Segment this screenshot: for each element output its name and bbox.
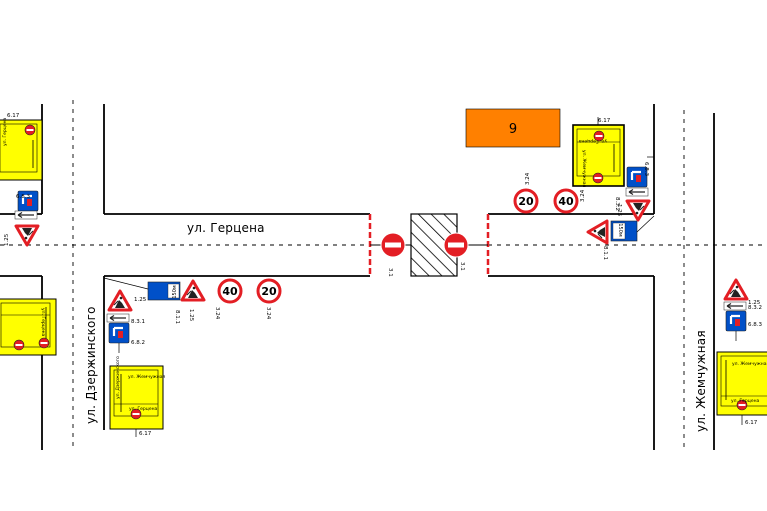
sign-roadworks-upper-right — [625, 199, 651, 222]
sign-code-6-8-3-c: 6.8.3 — [748, 322, 762, 328]
speed-limit-20-upper-value: 20 — [518, 195, 534, 208]
street-name-zhemchuzhnaya: ул. Жемчужная — [694, 330, 708, 432]
sign-roadworks-upper-left — [14, 224, 40, 247]
speed-limit-20-lower — [256, 278, 282, 304]
sign-code-6-17-b: 6.17 — [7, 113, 20, 119]
arrow-plate-8-3-2 — [625, 187, 649, 197]
sign-code-6-8-3-b: 6.8.3 — [643, 162, 649, 176]
sign-code-8-1-1-b: 8.1.1 — [602, 246, 608, 260]
sign-code-3-1-right: 3.1 — [459, 262, 465, 271]
speed-limit-40-lower-value: 40 — [222, 285, 238, 298]
sign-code-1-25-c: 1.25 — [4, 233, 10, 246]
sign-roadworks-lower-left — [107, 289, 133, 312]
speed-limit-20-lower-value: 20 — [261, 285, 277, 298]
sign-code-6-8-3-a: 6.8.3 — [16, 194, 30, 200]
detour-label-right-edge-1: ул. Жемчужная — [732, 361, 767, 367]
speed-limit-40-lower — [217, 278, 243, 304]
sign-roadworks-lower-mid — [180, 279, 206, 302]
building-9-label: 9 — [509, 122, 517, 137]
blue-plate-6-8-2 — [107, 321, 131, 345]
sign-code-3-24-a: 3.24 — [214, 307, 220, 320]
distance-plate-right-text: 150м — [617, 223, 623, 237]
sign-roadworks-right-rotated — [586, 219, 609, 245]
blue-plate-right-edge — [724, 309, 748, 333]
sign-code-6-17-d: 6.17 — [745, 420, 758, 426]
building-9 — [465, 108, 561, 148]
sign-code-3-24-d: 3.24 — [580, 189, 586, 202]
arrow-plate-8-3-1 — [106, 313, 130, 323]
speed-limit-40-upper — [553, 188, 579, 214]
sign-code-6-8-2: 6.8.2 — [131, 340, 145, 346]
sign-code-1-25-b: 1.25 — [188, 309, 194, 322]
detour-board-lower-left — [109, 365, 164, 437]
detour-board-upper-left — [0, 119, 43, 181]
detour-label-upper-right-2: ул. Жемчужная — [581, 150, 587, 187]
sign-code-8-3-2-b: 8.3.2 — [748, 305, 762, 311]
sign-code-8-1-1: 8.1.1 — [174, 310, 180, 324]
sign-code-1-25-a: 1.25 — [134, 297, 147, 303]
sign-code-8-3-2: 8.3.2 — [614, 197, 620, 211]
detour-board-right-edge — [716, 351, 767, 425]
no-entry-sign-right — [443, 232, 469, 258]
sign-code-3-1-left: 3.1 — [387, 268, 393, 277]
sign-code-3-24-b: 3.24 — [265, 307, 271, 320]
detour-label-upper-right-1: ул. Герцена — [578, 138, 607, 144]
distance-plate-text: 150м — [172, 285, 178, 299]
detour-board-lower-left-edge — [0, 298, 57, 356]
detour-label-lower-left-2: ул. Дзержинского — [115, 356, 121, 399]
sign-code-1-25-e: 1.25 — [748, 300, 761, 306]
speed-limit-40-upper-value: 40 — [558, 195, 574, 208]
no-entry-sign-left — [380, 232, 406, 258]
sign-code-8-3-1: 8.3.1 — [131, 319, 145, 325]
sign-code-3-24-c: 3.24 — [525, 172, 531, 185]
sign-code-6-17-a: 6.17 — [139, 431, 152, 437]
street-name-dzerzhinsky: ул. Дзержинского — [84, 306, 98, 424]
detour-label-left-edge: ул. Герцена — [40, 308, 46, 337]
arrow-plate-left-upper — [14, 210, 38, 220]
detour-label-upper-left: ул. Герцена — [2, 117, 8, 146]
sign-code-6-17-c: 6.17 — [598, 118, 611, 124]
detour-label-right-edge-2: ул. Герцена — [731, 398, 760, 404]
detour-label-lower-left-1: ул. Жемчужная — [128, 374, 165, 380]
street-name-herzen: ул. Герцена — [187, 221, 265, 235]
speed-limit-20-upper — [513, 188, 539, 214]
arrow-plate-right-edge — [723, 301, 747, 311]
detour-board-upper-right — [572, 124, 625, 187]
sign-roadworks-right-edge — [723, 278, 749, 301]
centre-lines — [0, 100, 767, 450]
sign-code-1-25-d: 1.25 — [616, 204, 622, 217]
detour-label-lower-left-3: ул. Герцена — [129, 406, 158, 412]
